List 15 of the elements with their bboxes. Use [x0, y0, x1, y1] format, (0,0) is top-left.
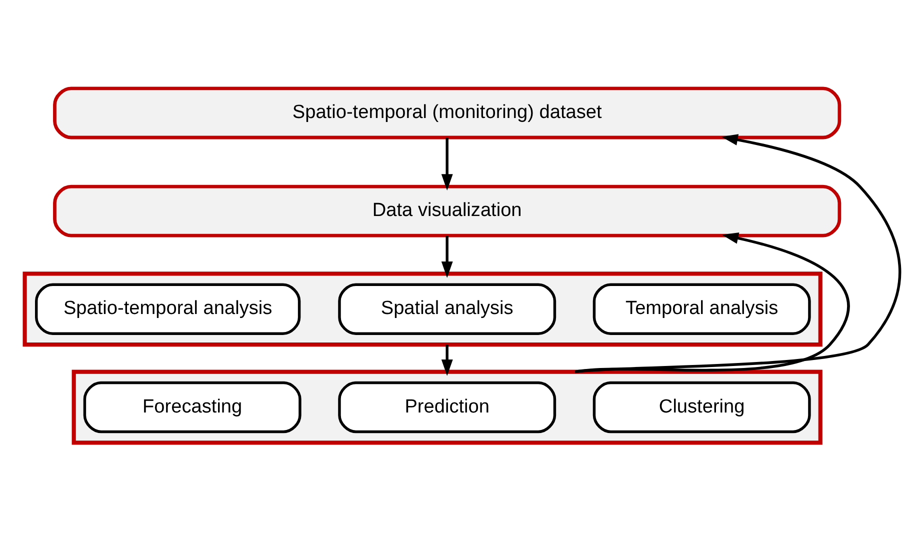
- node-box: Data visualization: [53, 184, 842, 238]
- arrow: [575, 134, 901, 374]
- arrow: [441, 138, 453, 191]
- node-box: Spatio-temporal (monitoring) dataset: [53, 86, 842, 140]
- arrow: [575, 232, 850, 374]
- node-box: Clustering: [592, 381, 811, 434]
- arrow: [441, 344, 453, 376]
- node-box: Spatial analysis: [338, 283, 556, 336]
- cluster: [22, 272, 822, 347]
- node-box: Temporal analysis: [592, 283, 811, 336]
- node-box: Forecasting: [83, 381, 302, 434]
- node-box: Spatio-temporal analysis: [35, 283, 301, 336]
- node-box: Prediction: [338, 381, 556, 434]
- cluster: [72, 370, 822, 445]
- arrow: [441, 236, 453, 278]
